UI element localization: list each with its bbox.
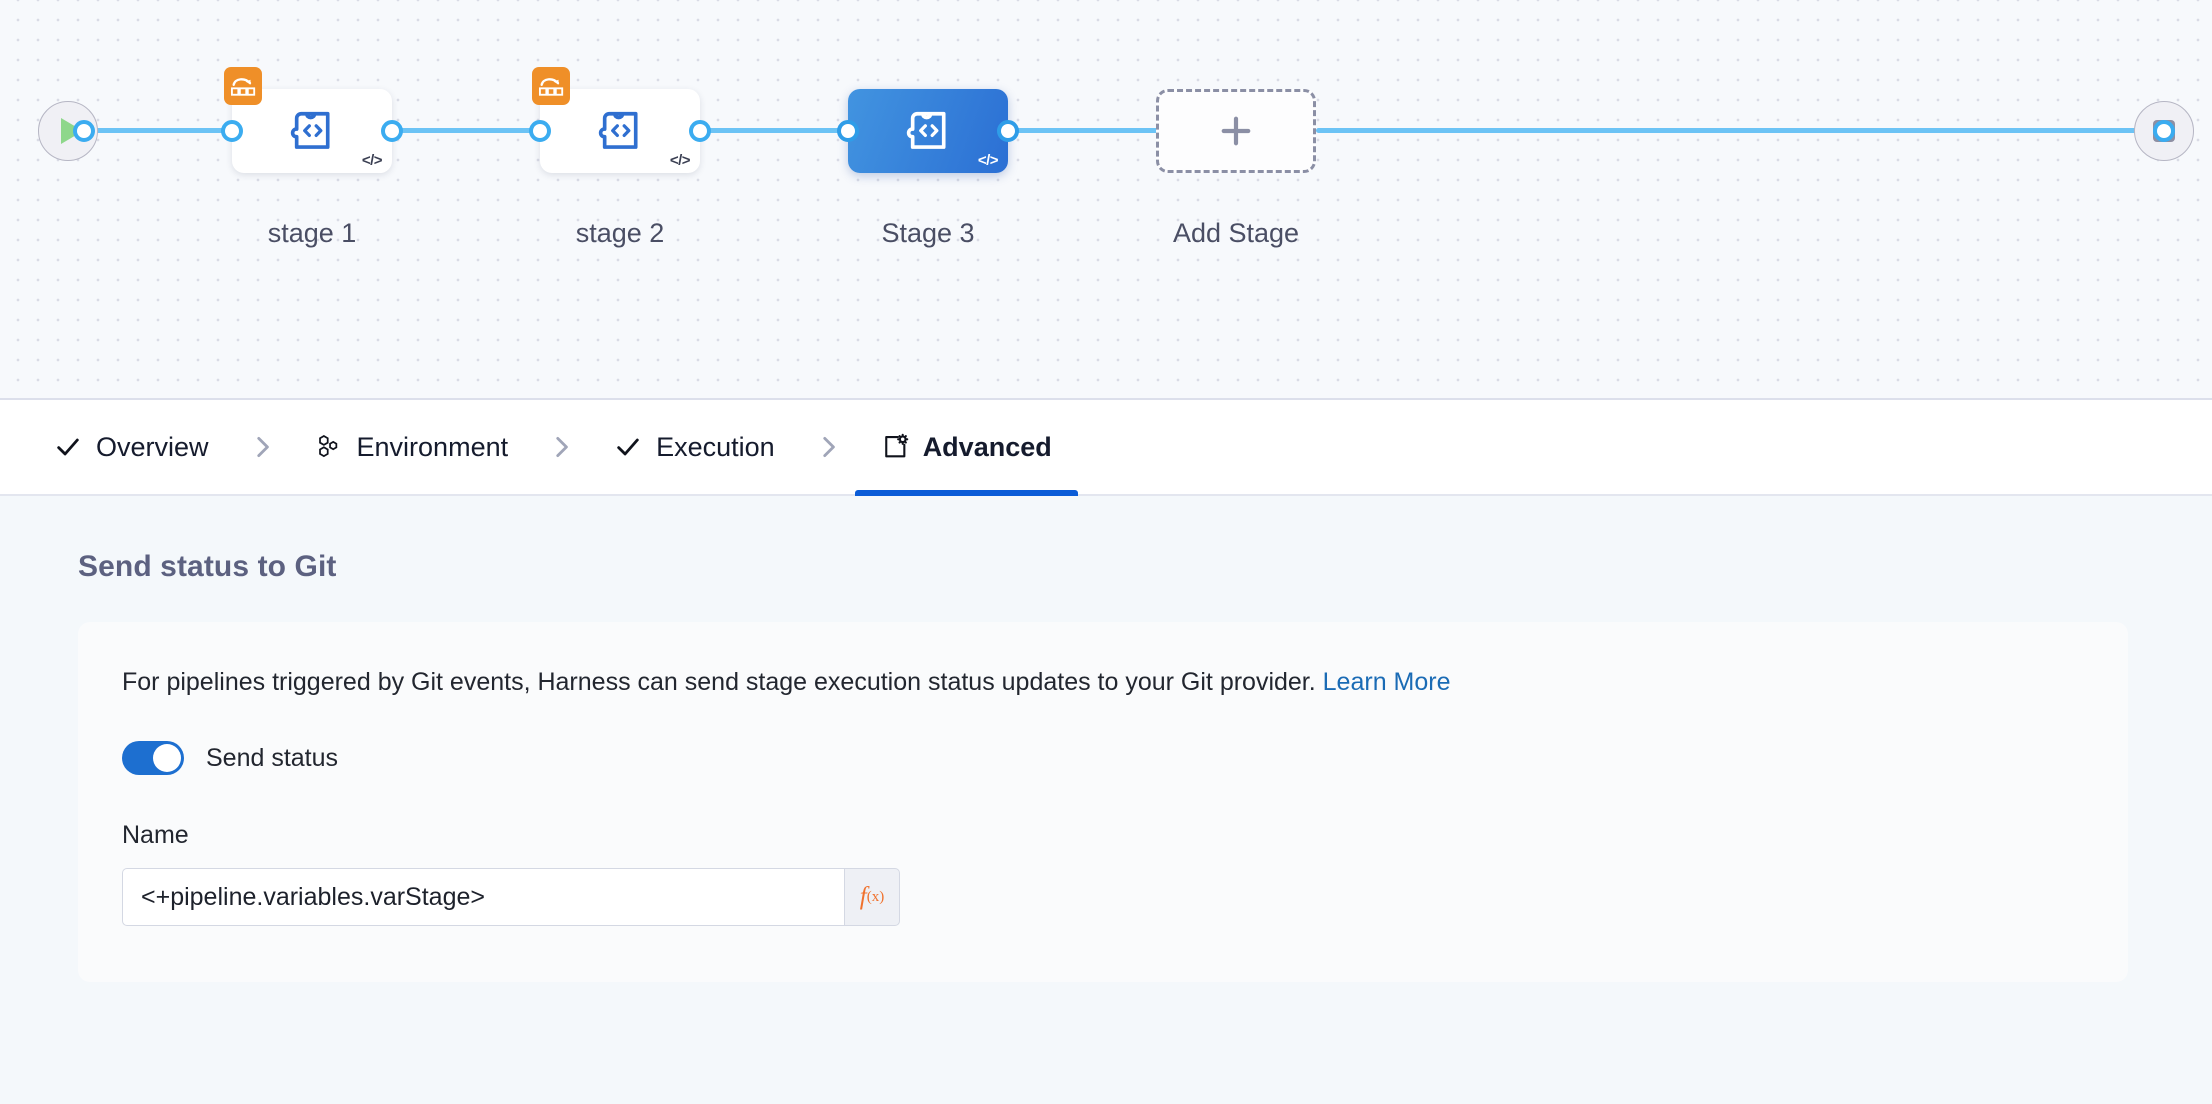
send-status-toggle-label: Send status bbox=[206, 743, 339, 772]
port-start-out[interactable] bbox=[73, 120, 95, 142]
pipeline-canvas[interactable]: </> stage 1 </> s bbox=[0, 0, 2212, 400]
send-status-toggle[interactable] bbox=[122, 741, 184, 775]
puzzle-stage-icon bbox=[598, 111, 638, 149]
tab-execution-label: Execution bbox=[656, 431, 775, 462]
infrastructure-hex-icon bbox=[315, 433, 343, 461]
add-stage-label: Add Stage bbox=[1172, 218, 1300, 248]
tab-environment[interactable]: Environment bbox=[289, 400, 535, 494]
tab-overview-label: Overview bbox=[96, 431, 209, 462]
expression-fx-button[interactable]: f(x) bbox=[844, 868, 900, 926]
chevron-right-icon-3 bbox=[801, 400, 855, 494]
send-status-card: For pipelines triggered by Git events, H… bbox=[78, 622, 2128, 982]
chevron-right-icon-1 bbox=[235, 400, 289, 494]
advanced-panel: Send status to Git For pipelines trigger… bbox=[0, 496, 2212, 1102]
port-stage3-in[interactable] bbox=[837, 120, 859, 142]
stage-label-3: Stage 3 bbox=[881, 218, 975, 248]
port-end-in[interactable] bbox=[2153, 120, 2175, 142]
stage-label-1: stage 1 bbox=[267, 218, 357, 248]
plus-icon bbox=[1221, 116, 1251, 146]
stage-code-marker: </> bbox=[669, 152, 691, 169]
stage-config-tabbar: Overview Environment Execution bbox=[0, 400, 2212, 496]
stage-node-2[interactable]: </> bbox=[532, 67, 700, 173]
tab-overview[interactable]: Overview bbox=[28, 400, 235, 494]
edge-start-to-stage1 bbox=[84, 128, 244, 133]
port-stage2-out[interactable] bbox=[689, 120, 711, 142]
check-icon bbox=[614, 433, 642, 461]
pipeline-node-row: </> stage 1 </> s bbox=[0, 0, 2212, 300]
template-matrix-badge-icon bbox=[224, 67, 262, 105]
send-status-toggle-row: Send status bbox=[122, 741, 2084, 775]
edge-addstage-to-end bbox=[1316, 128, 2164, 133]
port-stage1-in[interactable] bbox=[221, 120, 243, 142]
advanced-gear-icon bbox=[881, 433, 909, 461]
name-input[interactable] bbox=[122, 868, 844, 926]
port-stage1-out[interactable] bbox=[381, 120, 403, 142]
port-stage3-out[interactable] bbox=[997, 120, 1019, 142]
tab-environment-label: Environment bbox=[356, 431, 509, 462]
stage-code-marker: </> bbox=[361, 152, 383, 169]
page-title: Send status to Git bbox=[78, 550, 337, 583]
template-matrix-badge-icon bbox=[532, 67, 570, 105]
check-icon bbox=[54, 433, 82, 461]
tab-execution[interactable]: Execution bbox=[588, 400, 801, 494]
stage-node-3[interactable]: </> bbox=[848, 89, 1008, 173]
tab-advanced[interactable]: Advanced bbox=[854, 400, 1078, 496]
port-stage2-in[interactable] bbox=[529, 120, 551, 142]
add-stage-button[interactable] bbox=[1156, 89, 1316, 173]
stage-label-2: stage 2 bbox=[575, 218, 665, 248]
tab-advanced-label: Advanced bbox=[922, 431, 1052, 462]
fx-label: f bbox=[859, 883, 867, 910]
learn-more-link[interactable]: Learn More bbox=[1322, 668, 1451, 696]
name-field-label: Name bbox=[122, 821, 189, 849]
name-field-wrap: f(x) bbox=[122, 868, 900, 926]
stage-node-1[interactable]: </> bbox=[224, 67, 392, 173]
edge-stage3-to-addstage bbox=[1008, 128, 1176, 133]
stage-code-marker: </> bbox=[977, 152, 999, 169]
toggle-knob bbox=[153, 744, 181, 772]
edge-stage2-to-stage3 bbox=[700, 128, 860, 133]
edge-stage1-to-stage2 bbox=[392, 128, 552, 133]
puzzle-stage-icon bbox=[290, 111, 330, 149]
card-description: For pipelines triggered by Git events, H… bbox=[122, 668, 2084, 697]
chevron-right-icon-2 bbox=[534, 400, 588, 494]
puzzle-stage-icon bbox=[906, 111, 946, 149]
card-description-text: For pipelines triggered by Git events, H… bbox=[122, 668, 1316, 696]
